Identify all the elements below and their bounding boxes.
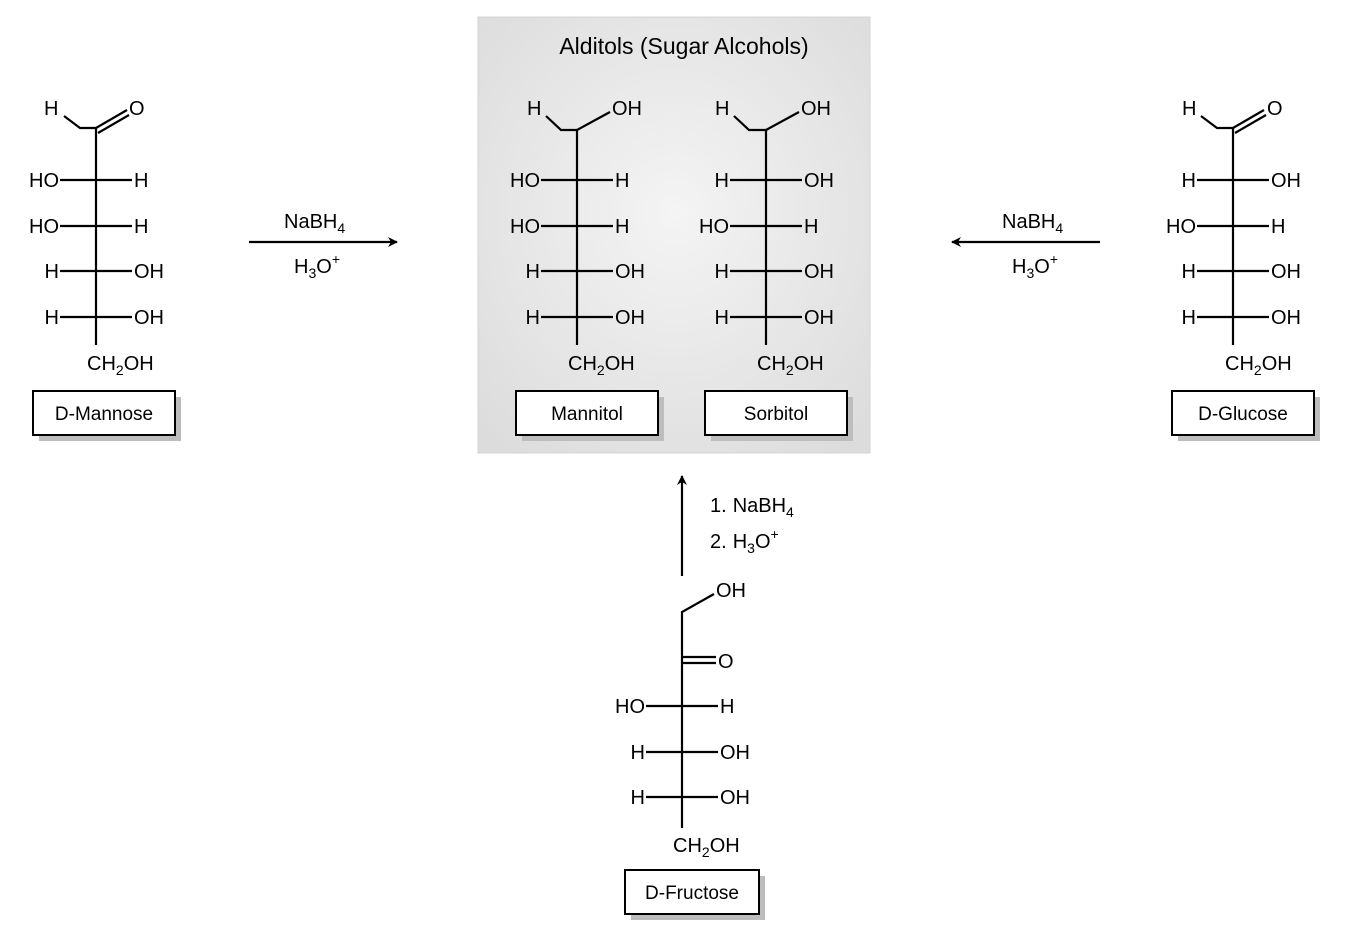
reaction-bottom: 1.NaBH4 2.H3O+ (677, 475, 794, 576)
glucose-c2-right: OH (1271, 170, 1301, 192)
fructose-c1-oh: OH (716, 580, 746, 602)
sorbitol-c4-left: H (715, 261, 729, 283)
mannose-c5-right: OH (134, 307, 164, 329)
reaction-left-acid: H3O+ (294, 251, 340, 281)
sorbitol-structure: H OH H OH HO H H OH H OH CH2OH Sorbitol (699, 98, 853, 441)
glucose-ch2oh: CH2OH (1225, 353, 1292, 378)
glucose-name-box (1171, 390, 1315, 436)
alditols-panel-title: Alditols (Sugar Alcohols) (559, 33, 808, 59)
mannose-name: D-Mannose (55, 404, 153, 425)
reaction-right-reagent: NaBH4 (1002, 211, 1063, 236)
glucose-c5-left: H (1182, 307, 1196, 329)
fructose-c3-right: H (720, 696, 734, 718)
reaction-right: NaBH4 H3O+ (951, 211, 1100, 281)
sorbitol-c4-right: OH (804, 261, 834, 283)
reaction-bottom-step1: 1.NaBH4 (710, 495, 794, 520)
sorbitol-top-h: H (715, 98, 729, 120)
reaction-left: NaBH4 H3O+ (249, 211, 398, 281)
mannose-c5-left: H (45, 307, 59, 329)
sorbitol-name: Sorbitol (744, 404, 808, 425)
glucose-c2-left: H (1182, 170, 1196, 192)
glucose-c4-right: OH (1271, 261, 1301, 283)
mannose-aldehyde-bond (63, 115, 98, 345)
mannitol-c3-left: HO (510, 216, 540, 238)
mannitol-c2-left: HO (510, 170, 540, 192)
fructose-name-box (624, 869, 760, 915)
mannose-name-box (32, 390, 176, 436)
fructose-c4-left: H (631, 742, 645, 764)
mannitol-c3-right: H (615, 216, 629, 238)
mannose-aldehyde-o: O (129, 98, 145, 120)
mannose-aldehyde-h: H (44, 98, 58, 120)
glucose-c4-left: H (1182, 261, 1196, 283)
glucose-structure: H O H OH HO H H OH H OH CH2OH D-Glucose (1166, 98, 1320, 441)
alditols-panel: Alditols (Sugar Alcohols) (477, 16, 871, 454)
mannose-ch2oh: CH2OH (87, 353, 154, 378)
mannose-c4-left: H (45, 261, 59, 283)
alditols-panel-background (477, 16, 871, 454)
fructose-c5-right: OH (720, 787, 750, 809)
fructose-structure: OH O HO H H OH H OH CH2OH D-Fructose (615, 580, 765, 920)
mannose-c3-right: H (134, 216, 148, 238)
mannitol-c5-right: OH (615, 307, 645, 329)
mannitol-name: Mannitol (551, 404, 623, 425)
mannitol-c5-left: H (526, 307, 540, 329)
glucose-c3-right: H (1271, 216, 1285, 238)
glucose-aldehyde-h: H (1182, 98, 1196, 120)
glucose-aldehyde-o: O (1267, 98, 1283, 120)
fructose-c4-right: OH (720, 742, 750, 764)
mannitol-c4-right: OH (615, 261, 645, 283)
sorbitol-c3-right: H (804, 216, 818, 238)
mannitol-c4-left: H (526, 261, 540, 283)
fructose-c5-left: H (631, 787, 645, 809)
mannose-structure: H O HO H HO H H OH H OH CH2OH D-Mannose (29, 98, 181, 441)
mannose-c2-right: H (134, 170, 148, 192)
sorbitol-name-box (704, 390, 848, 436)
mannitol-top-oh: OH (612, 98, 642, 120)
mannitol-c2-right: H (615, 170, 629, 192)
reaction-left-reagent: NaBH4 (284, 211, 345, 236)
sorbitol-c2-right: OH (804, 170, 834, 192)
mannitol-ch2oh: CH2OH (568, 353, 635, 378)
fructose-name: D-Fructose (645, 883, 739, 904)
glucose-name: D-Glucose (1198, 404, 1288, 425)
sorbitol-c3-left: HO (699, 216, 729, 238)
fructose-c3-left: HO (615, 696, 645, 718)
sorbitol-c5-right: OH (804, 307, 834, 329)
sorbitol-c5-left: H (715, 307, 729, 329)
mannitol-structure: H OH HO H HO H H OH H OH CH2OH Mannitol (510, 98, 664, 441)
reaction-bottom-step2: 2.H3O+ (710, 526, 779, 556)
mannose-c4-right: OH (134, 261, 164, 283)
fructose-ch2oh: CH2OH (673, 835, 740, 860)
mannose-c2-left: HO (29, 170, 59, 192)
mannitol-top-h: H (527, 98, 541, 120)
sorbitol-ch2oh: CH2OH (757, 353, 824, 378)
sorbitol-c2-left: H (715, 170, 729, 192)
fructose-carbonyl-o: O (718, 651, 734, 673)
reaction-right-acid: H3O+ (1012, 251, 1058, 281)
mannitol-name-box (515, 390, 659, 436)
sorbitol-top-oh: OH (801, 98, 831, 120)
mannose-c3-left: HO (29, 216, 59, 238)
glucose-c5-right: OH (1271, 307, 1301, 329)
glucose-c3-left: HO (1166, 216, 1196, 238)
